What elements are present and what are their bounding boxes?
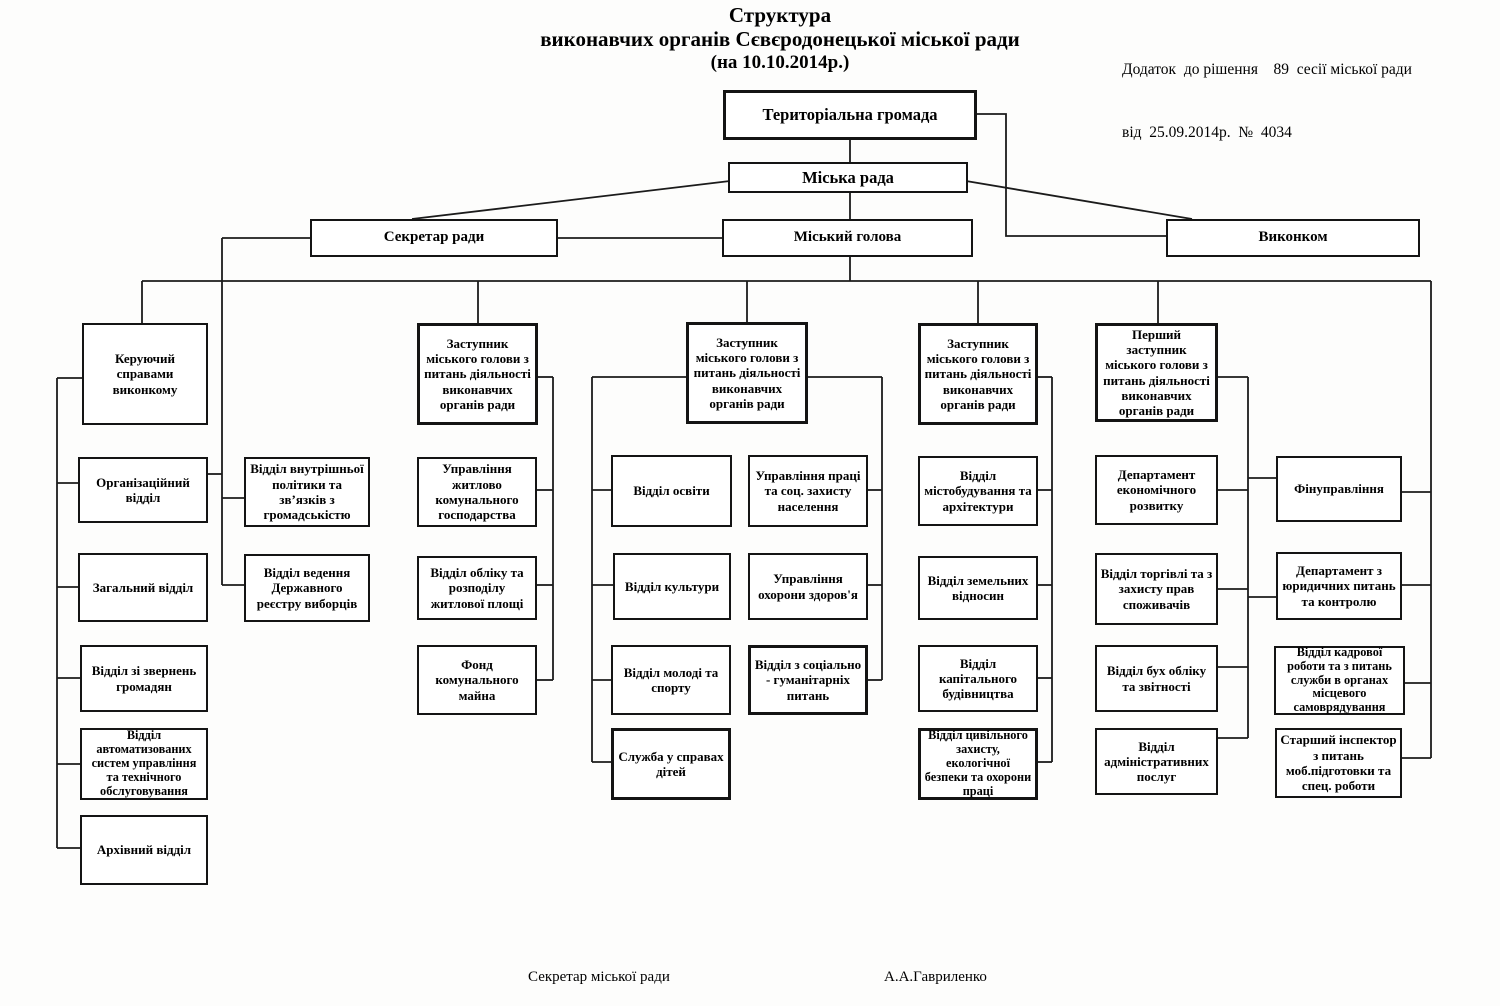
footer-signature-role: Секретар міської ради [528,969,670,985]
node-civil-protection-dept: Відділ цивільного захисту, екологічної б… [918,728,1038,800]
node-general-dept: Загальний відділ [78,553,208,622]
node-finance-dept: Фінуправління [1276,456,1402,522]
node-archive-dept: Архівний відділ [80,815,208,885]
node-accounting-reporting-dept: Відділ бух обліку та звітності [1095,645,1218,712]
node-economic-development-dept: Департамент економічного розвитку [1095,455,1218,525]
title-line-3: (на 10.10.2014р.) [710,52,850,73]
title-line-1: Структура [728,3,832,27]
node-territorial-community: Територіальна громада [723,90,977,140]
annotation-line-2: від 25.09.2014р. № 4034 [1122,124,1292,141]
node-social-humanitarian-dept: Відділ з соціально - гуманітарніх питань [748,645,868,715]
footer-signature-name: А.А.Гавриленко [884,969,987,985]
node-land-relations-dept: Відділ земельних відносин [918,556,1038,620]
node-health-care-dept: Управління охорони здоров'я [748,553,868,620]
node-voter-registry-dept: Відділ ведення Державного реєстру виборц… [244,554,370,622]
node-urban-planning-dept: Відділ містобудування та архітектури [918,456,1038,526]
node-culture-dept: Відділ культури [613,553,731,620]
node-automated-systems-dept: Відділ автоматизованих систем управління… [80,728,208,800]
node-labor-social-protection: Управління праці та соц. захисту населен… [748,455,868,527]
node-city-council: Міська рада [728,162,968,193]
node-hr-local-service-dept: Відділ кадрової роботи та з питань служб… [1274,645,1405,715]
node-citizens-appeals-dept: Відділ зі звернень громадян [80,645,208,712]
node-communal-property-fund: Фонд комунального майна [417,645,537,715]
node-housing-accounting-dept: Відділ обліку та розподілу житлової площ… [417,556,537,620]
node-deputy-mayor-3: Заступник міського голови з питань діяль… [918,323,1038,425]
node-administrative-services-dept: Відділ адміністративних послуг [1095,728,1218,795]
node-executive-committee: Виконком [1166,219,1420,257]
node-affairs-manager: Керуючий справами виконкому [82,323,208,425]
title-line-2: виконавчих органів Сєвєродонецької міськ… [540,27,1020,51]
node-children-service: Служба у справах дітей [611,728,731,800]
node-senior-inspector: Старший інспектор з питань моб.підготовк… [1275,728,1402,798]
node-mayor: Міський голова [722,219,973,257]
node-youth-sports-dept: Відділ молоді та спорту [611,645,731,715]
decision-annotation: Додаток до рішення 89 сесії міської ради… [1122,17,1494,185]
node-trade-consumer-dept: Відділ торгівлі та з захисту прав спожив… [1095,553,1218,625]
node-first-deputy-mayor: Перший заступник міського голови з питан… [1095,323,1218,422]
node-housing-utilities-dept: Управління житлово комунального господар… [417,457,537,527]
node-deputy-mayor-2: Заступник міського голови з питань діяль… [686,322,808,424]
node-legal-control-dept: Департамент з юридичних питань та контро… [1276,552,1402,620]
node-deputy-mayor-1: Заступник міського голови з питань діяль… [417,323,538,425]
page-title: Структура виконавчих органів Сєвєродонец… [360,3,1200,74]
node-council-secretary: Секретар ради [310,219,558,257]
node-internal-policy-dept: Відділ внутрішньої політики та зв’язків … [244,457,370,527]
annotation-line-1: Додаток до рішення 89 сесії міської ради [1122,61,1412,78]
node-organizational-dept: Організаційний відділ [78,457,208,523]
node-education-dept: Відділ освіти [611,455,732,527]
node-capital-construction-dept: Відділ капітального будівництва [918,645,1038,712]
